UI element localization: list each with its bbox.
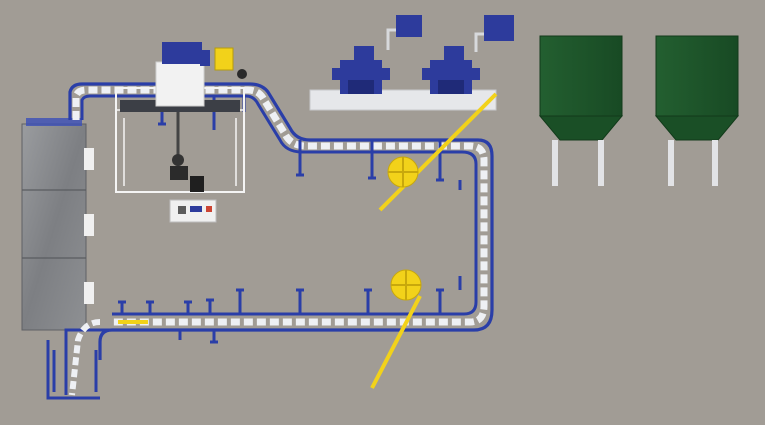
hopper-1 [538,35,624,186]
control-panel [169,199,217,223]
press-platform [309,89,497,111]
conveyor-marker [118,320,148,324]
turnstile-2 [370,269,422,389]
stone-stack [21,118,94,331]
turnstile-1 [378,92,498,212]
main-conveyor [46,82,494,400]
robot-arm-icon [170,112,204,192]
hopper-2 [654,35,740,186]
press-2 [422,15,514,94]
press-unit-main [155,42,247,107]
press-1 [332,15,422,94]
